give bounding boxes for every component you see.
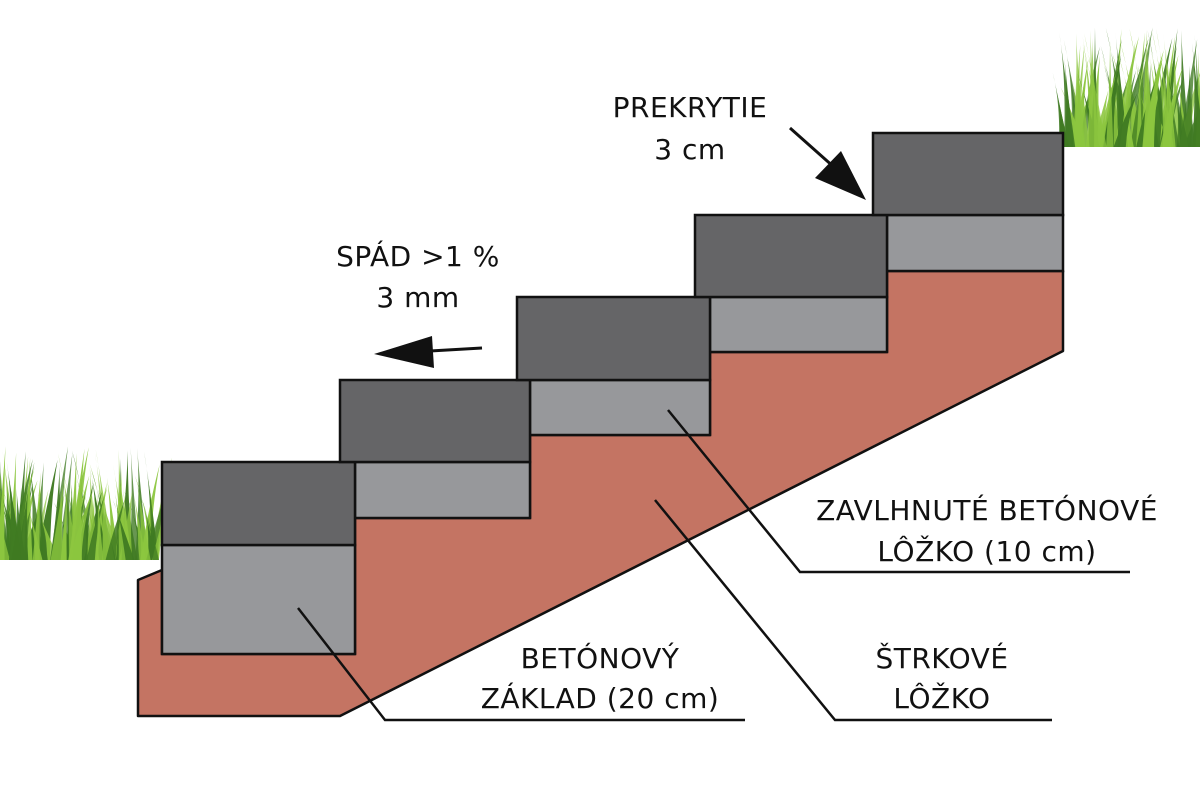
slope-label-line2: 3 mm: [376, 281, 459, 314]
leader-line-foundation: [297, 607, 745, 722]
leader-line-gravel: [654, 499, 1052, 722]
arrow-down-right-icon: [789, 126, 866, 200]
bedding-label-line1: ZAVLHNUTÉ BETÓNOVÉ: [816, 493, 1158, 527]
step-block-3: [515, 295, 712, 382]
step-block-5: [871, 131, 1065, 217]
bedding-step-1: [160, 543, 357, 656]
bedding-step-5: [885, 213, 1065, 273]
bedding-label-line2: LÔŽKO (10 cm): [877, 534, 1096, 568]
gravel-label-line1: ŠTRKOVÉ: [875, 641, 1008, 675]
step-block-4: [693, 213, 889, 299]
overlap-label-line1: PREKRYTIE: [613, 91, 768, 124]
step-block-1: [160, 460, 357, 547]
bedding-step-4: [708, 295, 889, 354]
foundation-label-line2: ZÁKLAD (20 cm): [481, 681, 720, 715]
bedding-step-2: [353, 460, 532, 520]
slope-label-line1: SPÁD >1 %: [336, 239, 500, 273]
gravel-label-line2: LÔŽKO: [893, 681, 990, 715]
foundation-label-line1: BETÓNOVÝ: [521, 641, 680, 675]
grass-tuft-icon: [1052, 27, 1200, 148]
overlap-label-line2: 3 cm: [654, 133, 725, 166]
leader-line-bedding: [667, 409, 1130, 574]
step-block-2: [338, 378, 532, 464]
arrow-left-icon: [374, 336, 483, 368]
grass-tuft-icon: [0, 446, 172, 560]
